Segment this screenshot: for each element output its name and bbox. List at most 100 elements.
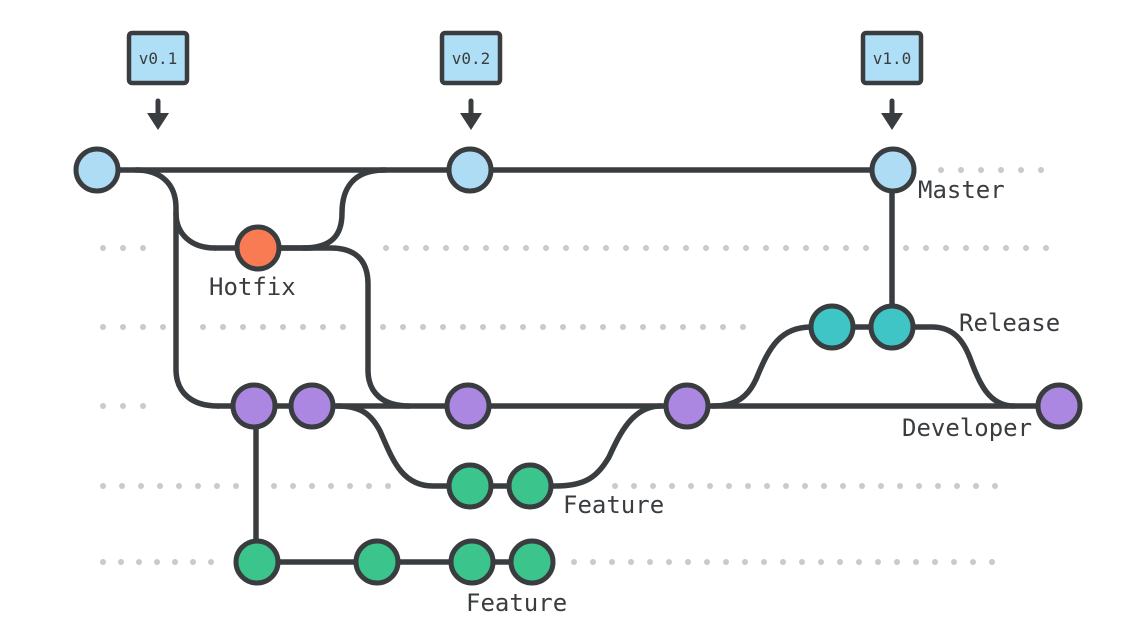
commit-node-developer: [230, 382, 278, 430]
lane-dot: [647, 559, 653, 565]
lane-dot: [100, 245, 106, 251]
lane-dot: [140, 403, 146, 409]
lane-dot: [400, 324, 406, 330]
tag-label: v1.0: [873, 49, 912, 68]
lane-dot: [742, 559, 748, 565]
lane-dot: [214, 483, 220, 489]
lane-dot: [894, 559, 900, 565]
lane-dot: [963, 245, 969, 251]
lane-dots: [100, 167, 1049, 565]
tag-arrow-icon: [460, 98, 482, 130]
lane-dot: [347, 483, 353, 489]
lane-dot: [683, 245, 689, 251]
hotfix-to-developer-merge-line: [255, 245, 412, 409]
lane-dot: [220, 324, 226, 330]
lane-dot: [743, 245, 749, 251]
developer-feature-loop-line: [334, 403, 664, 489]
lane-dot: [954, 483, 960, 489]
tag-label: v0.1: [139, 49, 178, 68]
lane-dot: [875, 559, 881, 565]
version-tag: v1.0: [860, 30, 924, 130]
lane-dot: [460, 324, 466, 330]
branch-label-feature-lower: Feature: [466, 589, 567, 617]
lane-dot: [240, 324, 246, 330]
lane-dot: [723, 245, 729, 251]
lane-dot: [609, 559, 615, 565]
commit-nodes: [73, 146, 1083, 586]
commit-node-release: [868, 303, 916, 351]
branch-label-hotfix: Hotfix: [209, 273, 296, 301]
master-to-developer-branch-line: [133, 167, 221, 409]
commit-node-hotfix: [234, 224, 282, 272]
lane-dot: [580, 324, 586, 330]
lane-dot: [403, 245, 409, 251]
lane-dot: [309, 483, 315, 489]
lane-dot: [878, 483, 884, 489]
lane-dot: [380, 324, 386, 330]
lane-dot: [100, 483, 106, 489]
lane-dot: [320, 324, 326, 330]
lane-dot: [856, 559, 862, 565]
lane-dot: [863, 245, 869, 251]
lane-dot: [483, 245, 489, 251]
lane-dot: [503, 245, 509, 251]
tag-arrow-head: [881, 113, 903, 130]
lane-dot: [154, 559, 160, 565]
branch-label-release: Release: [959, 309, 1060, 337]
lane-dot: [763, 245, 769, 251]
lane-dot: [958, 167, 964, 173]
lane-dot: [571, 559, 577, 565]
lane-dot: [623, 245, 629, 251]
lane-dot: [563, 245, 569, 251]
lane-dot: [100, 403, 106, 409]
lane-dot: [140, 324, 146, 330]
lane-dot: [821, 483, 827, 489]
lane-dot: [780, 559, 786, 565]
lane-dot: [663, 245, 669, 251]
lane-dot: [195, 483, 201, 489]
developer-release-loop-line: [710, 324, 1017, 409]
lane-dot: [190, 559, 196, 565]
tag-label: v0.2: [452, 49, 491, 68]
lane-dot: [612, 483, 618, 489]
tag-box: [860, 30, 924, 86]
lane-dot: [666, 559, 672, 565]
commit-node-feature-lower: [448, 538, 496, 586]
lane-dot: [590, 559, 596, 565]
lane-dot: [600, 324, 606, 330]
lane-dot: [200, 324, 206, 330]
lane-dot: [761, 559, 767, 565]
tag-arrow-icon: [147, 98, 169, 130]
lane-dot: [1003, 245, 1009, 251]
lane-dot: [100, 559, 106, 565]
lane-dot: [157, 483, 163, 489]
commit-node-developer: [1035, 382, 1083, 430]
branch-lines: [94, 167, 1062, 565]
branch-label-feature-upper: Feature: [563, 491, 664, 519]
lane-dot: [745, 483, 751, 489]
lane-dot: [120, 403, 126, 409]
lane-dot: [140, 245, 146, 251]
lane-dot: [803, 245, 809, 251]
lane-dot: [973, 483, 979, 489]
lane-dot: [328, 483, 334, 489]
lane-dot: [172, 559, 178, 565]
lane-dot: [970, 559, 976, 565]
commit-node-feature-lower: [508, 538, 556, 586]
lane-dot: [740, 324, 746, 330]
lane-dot: [1023, 245, 1029, 251]
version-tag: v0.1: [126, 30, 190, 130]
lane-dot: [703, 245, 709, 251]
lane-dot: [300, 324, 306, 330]
tag-box: [126, 30, 190, 86]
version-tag: v0.2: [439, 30, 503, 130]
lane-dot: [271, 483, 277, 489]
lane-dot: [700, 324, 706, 330]
lane-dot: [932, 559, 938, 565]
commit-node-master: [73, 146, 121, 194]
lane-dot: [923, 245, 929, 251]
lane-dot: [998, 167, 1004, 173]
lane-dot: [983, 245, 989, 251]
commit-node-feature-lower: [353, 538, 401, 586]
lane-dot: [1043, 245, 1049, 251]
